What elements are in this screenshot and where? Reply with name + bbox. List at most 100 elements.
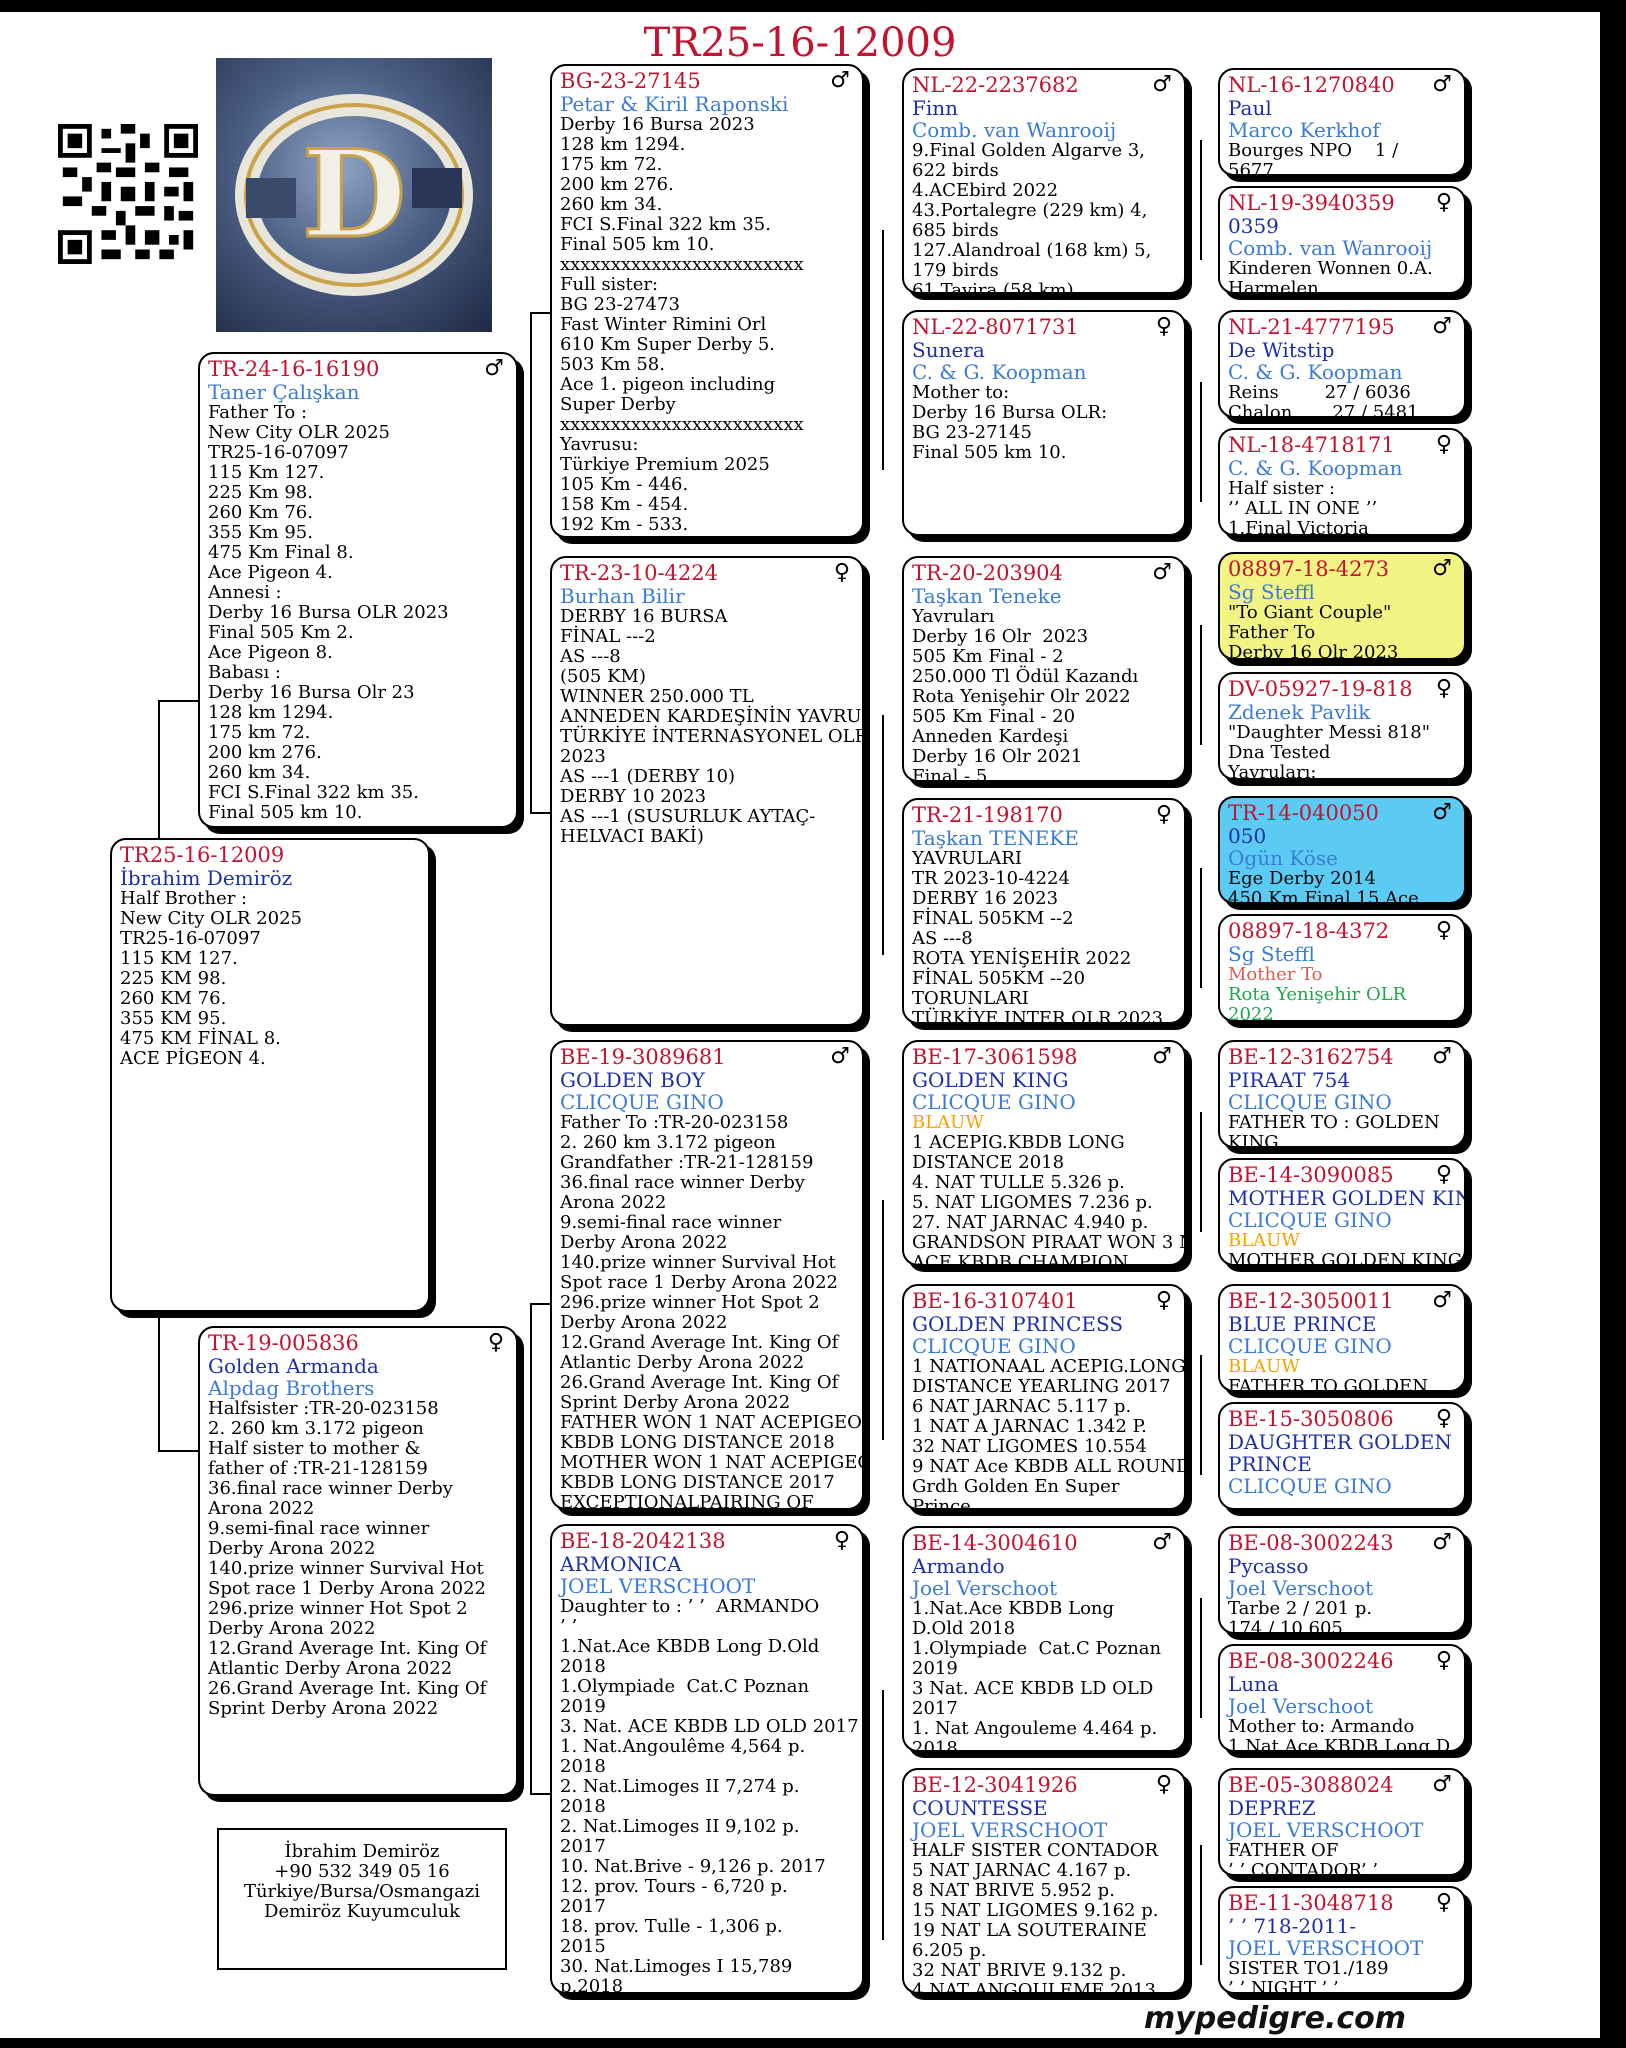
info-line: FATHER OF — [1228, 1840, 1339, 1861]
info-line: Türkiye Premium 2025 — [560, 454, 770, 475]
ancestor-card[interactable]: ♀ NL-19-3940359 0359 Comb. van Wanrooij … — [1218, 186, 1466, 294]
male-symbol-icon: ♂ — [1432, 1772, 1452, 1797]
great-grandparent-card[interactable]: ♂ BE-14-3004610 Armando Joel Verschoot 1… — [902, 1526, 1186, 1752]
info-line: Half sister to mother & — [208, 1438, 421, 1459]
ancestor-card[interactable]: ♂ BE-12-3050011 BLUE PRINCE CLICQUE GINO… — [1218, 1284, 1466, 1392]
info-line: 1.Final Victoria — [1228, 518, 1369, 536]
ancestor-card[interactable]: ♂ BE-12-3162754 PIRAAT 754 CLICQUE GINO … — [1218, 1040, 1466, 1148]
info-line: AS ---1 (SUSURLUK AYTAÇ- — [560, 806, 816, 827]
info-line: 43.Portalegre (229 km) 4, — [912, 200, 1148, 221]
great-grandparent-card[interactable]: ♂ TR-20-203904 Taşkan Teneke Yavruları D… — [902, 556, 1186, 782]
info-line: FCI S.Final 322 km 35. — [208, 782, 419, 803]
ancestor-card[interactable]: ♂ 08897-18-4273 Sg Steffl "To Giant Coup… — [1218, 552, 1466, 660]
ancestor-card[interactable]: ♂ NL-21-4777195 De Witstip C. & G. Koopm… — [1218, 310, 1466, 418]
connector-line — [1200, 1112, 1202, 1232]
info-line: Final 505 km 10. — [912, 442, 1067, 463]
info-line: Derby Arona 2022 — [560, 1312, 728, 1333]
pigeon-name: 0359 — [1228, 214, 1279, 238]
info-line: SISTER TO1./189 — [1228, 1958, 1389, 1979]
ancestor-card[interactable]: ♀ BE-11-3048718 ’ ’ 718-2011- JOEL VERSC… — [1218, 1886, 1466, 1994]
connector-line — [530, 1303, 532, 1793]
ancestor-card[interactable]: ♀ DV-05927-19-818 Zdenek Pavlik "Daughte… — [1218, 672, 1466, 780]
ancestor-card[interactable]: ♀ BE-08-3002246 Luna Joel Verschoot Moth… — [1218, 1644, 1466, 1752]
info-line: 685 birds — [912, 220, 999, 241]
info-line: HELVACI BAKİ) — [560, 826, 704, 847]
pigeon-name: De Witstip — [1228, 338, 1335, 362]
info-line: "Daughter Messi 818" — [1228, 722, 1431, 743]
info-line: DERBY 10 2023 — [560, 786, 707, 807]
male-symbol-icon: ♂ — [1432, 1288, 1452, 1313]
ring-number: NL-19-3940359 — [1228, 191, 1395, 215]
great-grandparent-card[interactable]: ♀ BE-12-3041926 COUNTESSE JOEL VERSCHOOT… — [902, 1768, 1186, 1994]
ancestor-card[interactable]: ♂ BE-05-3088024 DEPREZ JOEL VERSCHOOT FA… — [1218, 1768, 1466, 1876]
great-grandparent-card[interactable]: ♀ TR-21-198170 Taşkan TENEKE YAVRULARI T… — [902, 798, 1186, 1024]
pigeon-name: GOLDEN PRINCESS — [912, 1312, 1124, 1336]
info-line: 175 km 72. — [560, 154, 663, 175]
female-symbol-icon: ♀ — [1435, 1890, 1452, 1915]
info-line: FİNAL 505KM --2 — [912, 908, 1074, 929]
great-grandparent-card[interactable]: ♀ BE-16-3107401 GOLDEN PRINCESS CLICQUE … — [902, 1284, 1186, 1510]
info-line: 2018 — [912, 1738, 958, 1752]
ancestor-card[interactable]: ♂ TR-14-040050 050 Ogün Köse Ege Derby 2… — [1218, 796, 1466, 904]
subject-card[interactable]: TR25-16-12009 İbrahim Demiröz Half Broth… — [110, 838, 430, 1312]
info-line: Derby 16 Olr 2023 — [912, 626, 1089, 647]
ancestor-card[interactable]: ♀ BE-15-3050806 DAUGHTER GOLDEN PRINCE C… — [1218, 1402, 1466, 1510]
info-line: 1. Nat Angouleme 4.464 p. — [912, 1718, 1158, 1739]
great-grandparent-card[interactable]: ♀ NL-22-8071731 Sunera C. & G. Koopman M… — [902, 310, 1186, 536]
ancestor-card[interactable]: ♂ BE-08-3002243 Pycasso Joel Verschoot T… — [1218, 1526, 1466, 1634]
info-line: 115 KM 127. — [120, 948, 238, 969]
info-line: Tarbe 2 / 201 p. — [1228, 1598, 1373, 1619]
sire-card[interactable]: ♂ TR-24-16-16190 Taner Çalışkan Father T… — [198, 352, 518, 828]
footer-brand[interactable]: mypedigre.com — [1143, 2001, 1406, 2036]
info-line: Mother to: — [912, 382, 1010, 403]
info-line: Atlantic Derby Arona 2022 — [560, 1352, 805, 1373]
great-grandparent-card[interactable]: ♂ BE-17-3061598 GOLDEN KING CLICQUE GINO… — [902, 1040, 1186, 1266]
info-line: 175 km 72. — [208, 722, 311, 743]
grandparent-card[interactable]: ♂ BG-23-27145 Petar & Kiril Raponski Der… — [550, 64, 864, 538]
info-line: Derby 16 Olr 2023 — [1228, 642, 1399, 660]
info-line: GRANDSON PIRAAT WON 3 NAT — [912, 1232, 1184, 1253]
info-line: 9.Final Golden Algarve 3, — [912, 140, 1146, 161]
connector-line — [158, 1310, 160, 1450]
info-line: Sprint Derby Arona 2022 — [208, 1698, 439, 1719]
info-line: 1. Nat.Angoulême 4,564 p. — [560, 1736, 806, 1757]
info-line: Dna Tested — [1228, 742, 1331, 763]
info-line: DERBY 16 2023 — [912, 888, 1059, 909]
info-line: 1.Nat.Ace KBDB Long D. — [1228, 1736, 1456, 1752]
pigeon-name: Finn — [912, 96, 959, 120]
female-symbol-icon: ♀ — [1155, 314, 1172, 339]
ancestor-card[interactable]: ♂ NL-16-1270840 Paul Marco Kerkhof Bourg… — [1218, 68, 1466, 176]
info-line: Ace Pigeon 8. — [208, 642, 333, 663]
grandparent-card[interactable]: ♂ BE-19-3089681 GOLDEN BOY CLICQUE GINO … — [550, 1040, 864, 1510]
info-line: FİNAL 505KM --20 — [912, 968, 1086, 989]
info-line: DISTANCE YEARLING 2017 — [912, 1376, 1171, 1397]
ancestor-card[interactable]: ♀ 08897-18-4372 Sg Steffl Mother To Rota… — [1218, 914, 1466, 1022]
info-line: 127.Alandroal (168 km) 5, — [912, 240, 1152, 261]
info-line: 26.Grand Average Int. King Of — [560, 1372, 839, 1393]
info-line: Chalon 27 / 5481 — [1228, 402, 1419, 418]
dam-card[interactable]: ♀ TR-19-005836 Golden Armanda Alpdag Bro… — [198, 1326, 518, 1796]
grandparent-card[interactable]: ♀ BE-18-2042138 ARMONICA JOEL VERSCHOOT … — [550, 1524, 864, 1994]
pigeon-name: PIRAAT 754 — [1228, 1068, 1351, 1092]
great-grandparent-card[interactable]: ♂ NL-22-2237682 Finn Comb. van Wanrooij … — [902, 68, 1186, 294]
pigeon-name: Armando — [912, 1554, 1005, 1578]
ring-number: BG-23-27145 — [560, 69, 701, 93]
info-line: Grandfather :TR-21-128159 — [560, 1152, 814, 1173]
ring-number: BE-14-3090085 — [1228, 1163, 1394, 1187]
info-line: 355 KM 95. — [120, 1008, 227, 1029]
info-line: ’ ’ NIGHT ’ ’ — [1228, 1978, 1339, 1994]
ancestor-card[interactable]: ♀ NL-18-4718171 C. & G. Koopman Half sis… — [1218, 428, 1466, 536]
grandparent-card[interactable]: ♀ TR-23-10-4224 Burhan Bilir DERBY 16 BU… — [550, 556, 864, 1026]
info-line: 2018 — [560, 1656, 606, 1677]
info-line: 296.prize winner Hot Spot 2 — [208, 1598, 468, 1619]
info-line: TORUNLARI — [912, 988, 1029, 1009]
info-line: Rota Yenişehir OLR — [1228, 984, 1407, 1005]
right-border — [1600, 0, 1626, 2048]
info-line: 8 NAT BRIVE 5.952 p. — [912, 1880, 1115, 1901]
pigeon-name: GOLDEN BOY — [560, 1068, 705, 1092]
connector-line — [158, 700, 160, 840]
ancestor-card[interactable]: ♀ BE-14-3090085 MOTHER GOLDEN KING CLICQ… — [1218, 1158, 1466, 1266]
ring-number: BE-18-2042138 — [560, 1529, 726, 1553]
pigeon-name: 050 — [1228, 824, 1267, 848]
info-line: father of :TR-21-128159 — [208, 1458, 428, 1479]
